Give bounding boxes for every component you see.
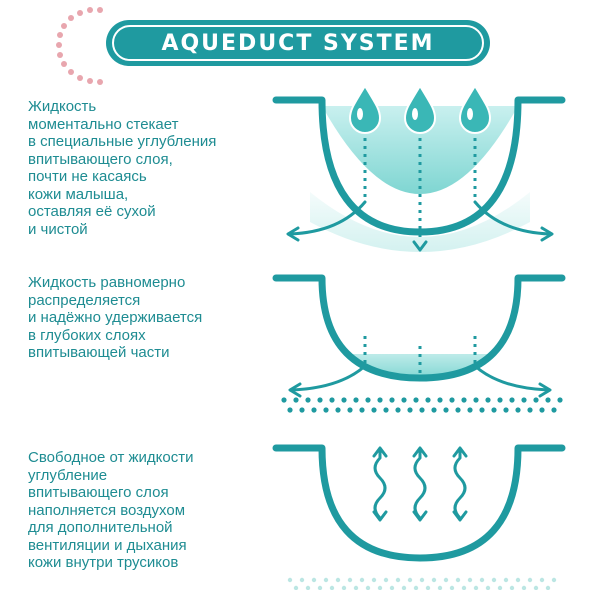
flow-dotted-lines — [363, 336, 477, 384]
title-banner: AQUEDUCT SYSTEM — [106, 20, 490, 66]
dotted-ring-decoration — [56, 7, 103, 85]
air-ventilation-diagram — [272, 444, 566, 590]
faded-dots — [287, 577, 557, 590]
air-wave-arrows — [372, 446, 468, 522]
drop-icons — [348, 84, 492, 134]
drop-icon-center — [403, 84, 437, 134]
channel-outline — [272, 444, 566, 562]
page-title: AQUEDUCT SYSTEM — [161, 30, 435, 56]
liquid-retention-diagram — [272, 274, 566, 413]
title-banner-border: AQUEDUCT SYSTEM — [112, 25, 484, 61]
drop-icon-right — [458, 84, 492, 134]
absorbent-layer-dots — [281, 397, 563, 413]
flow-dotted-lines — [363, 138, 477, 242]
section-1-text: Жидкость моментально стекает в специальн… — [28, 98, 217, 238]
channel-outline — [272, 96, 566, 236]
drop-icon-left — [348, 84, 382, 134]
section-2-text: Жидкость равномерно распределяется и над… — [28, 274, 203, 361]
arrow-icons — [288, 364, 552, 398]
arrow-icons — [286, 200, 554, 252]
liquid-absorption-diagram — [272, 84, 566, 252]
section-3-text: Свободное от жидкости углубление впитыва… — [28, 449, 194, 571]
layer-glow — [310, 192, 530, 252]
